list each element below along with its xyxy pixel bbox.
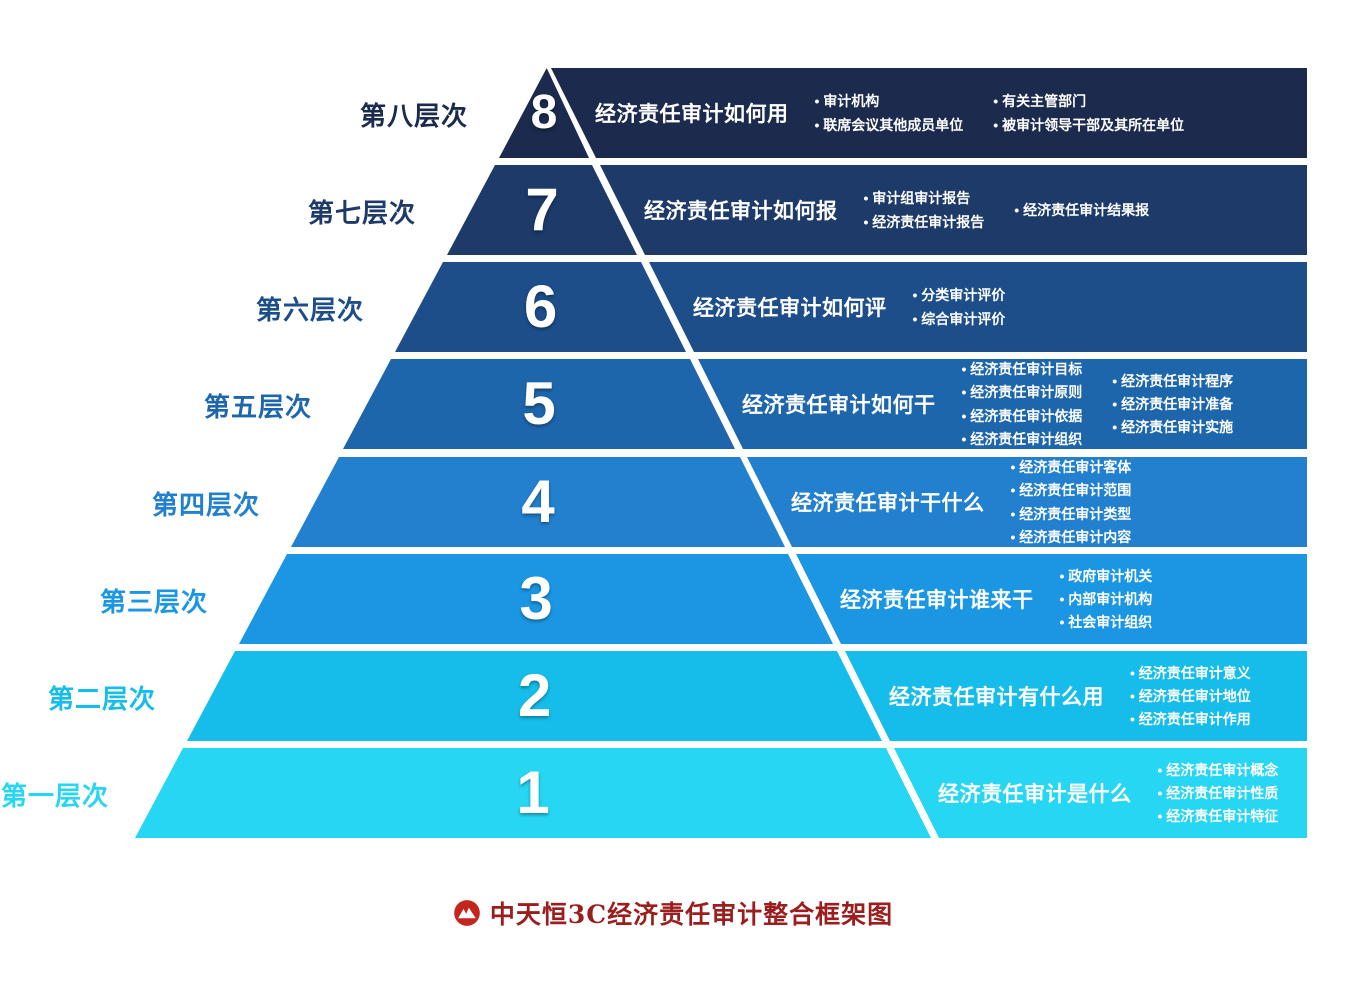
bullet-item: 经济责任审计地位 (1130, 686, 1251, 706)
bullet-item: 审计机构 (815, 91, 964, 111)
level-2-number: 2 (517, 662, 552, 729)
bullet-item: 经济责任审计客体 (1011, 457, 1131, 477)
level-2-title: 经济责任审计有什么用 (889, 686, 1104, 709)
level-1-number: 1 (516, 759, 550, 826)
pyramid-band-1: 1 经济责任审计是什么 经济责任审计概念 经济责任审计性质 经济责任审计特征 (0, 748, 1346, 838)
level-3-number: 3 (519, 565, 553, 632)
level-4-step (291, 457, 785, 547)
bullet-item: 经济责任审计意义 (1130, 663, 1251, 683)
level-2-step (187, 651, 882, 741)
level-4-number: 4 (521, 468, 555, 535)
level-6-number: 6 (523, 273, 558, 340)
level-3-panel: 经济责任审计谁来干 政府审计机关 内部审计机构 社会审计组织 (796, 554, 1307, 644)
level-5-label: 第五层次 (203, 392, 312, 422)
bullet-item: 经济责任审计程序 (1112, 371, 1233, 391)
level-6-panel: 经济责任审计如何评 分类审计评价 综合审计评价 (649, 262, 1307, 352)
bullet-item: 经济责任审计作用 (1130, 709, 1251, 729)
level-8-panel: 经济责任审计如何用 审计机构 联席会议其他成员单位 有关主管部门 被审计领导干部… (551, 68, 1307, 158)
bullet-item: 政府审计机关 (1060, 566, 1152, 586)
level-4-panel: 经济责任审计干什么 经济责任审计客体 经济责任审计范围 经济责任审计类型 经济责… (747, 457, 1307, 547)
pyramid-band-7: 7 经济责任审计如何报 审计组审计报告 经济责任审计报告 经济责任审计结果报 (0, 165, 1346, 255)
level-5-panel: 经济责任审计如何干 经济责任审计目标 经济责任审计原则 经济责任审计依据 经济责… (698, 359, 1307, 449)
bullet-item: 经济责任审计类型 (1011, 504, 1131, 524)
bullet-item: 综合审计评价 (913, 309, 1005, 329)
bullet-item: 经济责任审计特征 (1158, 806, 1278, 826)
bullet-column: 经济责任审计结果报 (1014, 200, 1149, 220)
bullet-item: 经济责任审计依据 (962, 406, 1082, 426)
bullet-item: 经济责任审计结果报 (1014, 200, 1149, 220)
bullet-item: 经济责任审计性质 (1158, 783, 1278, 803)
pyramid-band-4: 4 经济责任审计干什么 经济责任审计客体 经济责任审计范围 经济责任审计类型 经… (0, 457, 1346, 547)
level-1-bullets: 经济责任审计概念 经济责任审计性质 经济责任审计特征 (1158, 760, 1278, 827)
level-6-bullets: 分类审计评价 综合审计评价 (913, 285, 1005, 329)
level-5-number: 5 (522, 370, 556, 437)
level-6-title: 经济责任审计如何评 (693, 297, 887, 320)
bullet-item: 经济责任审计概念 (1158, 760, 1278, 780)
bullet-column: 经济责任审计程序 经济责任审计准备 经济责任审计实施 (1112, 371, 1233, 438)
bullet-item: 经济责任审计组织 (962, 429, 1082, 449)
level-5-step (343, 359, 735, 449)
level-7-title: 经济责任审计如何报 (644, 200, 838, 223)
level-5-title: 经济责任审计如何干 (742, 394, 936, 417)
level-8-label: 第八层次 (359, 101, 468, 131)
bullet-column: 审计组审计报告 经济责任审计报告 (864, 188, 985, 232)
bullet-column: 经济责任审计意义 经济责任审计地位 经济责任审计作用 (1130, 663, 1251, 730)
bullet-item: 社会审计组织 (1060, 612, 1152, 632)
bullet-item: 经济责任审计准备 (1112, 394, 1233, 414)
pyramid-band-8: 8 经济责任审计如何用 审计机构 联席会议其他成员单位 有关主管部门 被审计领导… (0, 68, 1346, 158)
bullet-column: 审计机构 联席会议其他成员单位 (815, 91, 964, 135)
pyramid-band-5: 5 经济责任审计如何干 经济责任审计目标 经济责任审计原则 经济责任审计依据 经… (0, 359, 1346, 449)
level-1-title: 经济责任审计是什么 (938, 783, 1132, 806)
level-3-label: 第三层次 (99, 587, 208, 617)
level-1-panel: 经济责任审计是什么 经济责任审计概念 经济责任审计性质 经济责任审计特征 (894, 748, 1307, 838)
bullet-column: 分类审计评价 综合审计评价 (913, 285, 1005, 329)
pyramid-band-6: 6 经济责任审计如何评 分类审计评价 综合审计评价 (0, 262, 1346, 352)
bullet-item: 有关主管部门 (993, 91, 1184, 111)
level-6-label: 第六层次 (255, 295, 364, 325)
bullet-column: 政府审计机关 内部审计机构 社会审计组织 (1060, 566, 1152, 633)
pyramid-band-2: 2 经济责任审计有什么用 经济责任审计意义 经济责任审计地位 经济责任审计作用 (0, 651, 1346, 741)
level-8-number: 8 (530, 86, 558, 139)
level-1-label: 第一层次 (0, 781, 109, 811)
bullet-item: 被审计领导干部及其所在单位 (993, 115, 1184, 135)
level-5-bullets: 经济责任审计目标 经济责任审计原则 经济责任审计依据 经济责任审计组织 经济责任… (962, 359, 1233, 449)
bullet-column: 经济责任审计概念 经济责任审计性质 经济责任审计特征 (1158, 760, 1278, 827)
level-2-panel: 经济责任审计有什么用 经济责任审计意义 经济责任审计地位 经济责任审计作用 (845, 651, 1307, 741)
mountain-flame-logo-icon (453, 899, 481, 927)
pyramid-band-3: 3 经济责任审计谁来干 政府审计机关 内部审计机构 社会审计组织 (0, 554, 1346, 644)
bullet-column: 经济责任审计目标 经济责任审计原则 经济责任审计依据 经济责任审计组织 (962, 359, 1082, 449)
level-4-bullets: 经济责任审计客体 经济责任审计范围 经济责任审计类型 经济责任审计内容 (1011, 457, 1131, 547)
bullet-item: 分类审计评价 (913, 285, 1005, 305)
caption-row: 中天恒3C经济责任审计整合框架图 (0, 895, 1346, 931)
bullet-item: 内部审计机构 (1060, 589, 1152, 609)
bullet-item: 经济责任审计范围 (1011, 480, 1131, 500)
level-8-title: 经济责任审计如何用 (595, 103, 789, 126)
level-4-label: 第四层次 (151, 490, 260, 520)
level-7-bullets: 审计组审计报告 经济责任审计报告 经济责任审计结果报 (864, 188, 1149, 232)
bullet-item: 经济责任审计原则 (962, 382, 1082, 402)
level-7-number: 7 (525, 176, 559, 243)
level-1-step (135, 748, 931, 838)
bullet-column: 有关主管部门 被审计领导干部及其所在单位 (993, 91, 1184, 135)
bullet-item: 经济责任审计实施 (1112, 417, 1233, 437)
bullet-item: 审计组审计报告 (864, 188, 985, 208)
level-3-title: 经济责任审计谁来干 (840, 589, 1034, 612)
level-3-step (239, 554, 833, 644)
bullet-item: 经济责任审计目标 (962, 359, 1082, 379)
level-7-panel: 经济责任审计如何报 审计组审计报告 经济责任审计报告 经济责任审计结果报 (600, 165, 1307, 255)
caption-text: 中天恒3C经济责任审计整合框架图 (489, 900, 894, 929)
bullet-column: 经济责任审计客体 经济责任审计范围 经济责任审计类型 经济责任审计内容 (1011, 457, 1131, 547)
level-6-step (395, 262, 686, 352)
bullet-item: 经济责任审计报告 (864, 212, 984, 232)
level-2-bullets: 经济责任审计意义 经济责任审计地位 经济责任审计作用 (1130, 663, 1251, 730)
level-3-bullets: 政府审计机关 内部审计机构 社会审计组织 (1060, 566, 1152, 633)
level-7-label: 第七层次 (307, 198, 416, 228)
bullet-item: 联席会议其他成员单位 (815, 115, 963, 135)
level-8-bullets: 审计机构 联席会议其他成员单位 有关主管部门 被审计领导干部及其所在单位 (815, 91, 1184, 135)
bullet-item: 经济责任审计内容 (1011, 527, 1131, 547)
level-4-title: 经济责任审计干什么 (791, 492, 985, 515)
level-2-label: 第二层次 (47, 684, 156, 714)
